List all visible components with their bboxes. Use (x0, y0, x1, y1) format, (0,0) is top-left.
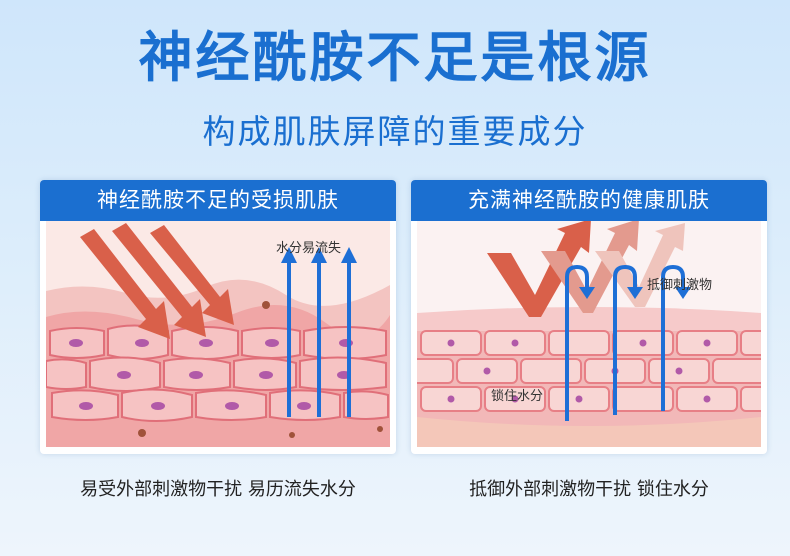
water-loss-label: 水分易流失 (276, 241, 342, 256)
lock-moisture-label: 锁住水分 (491, 389, 544, 404)
healthy-skin-panel-header: 充满神经酰胺的健康肌肤 (411, 180, 767, 221)
deflected-irritant-arrows (487, 221, 685, 317)
page-subtitle: 构成肌肤屏障的重要成分 (202, 112, 588, 151)
damaged-skin-caption: 易受外部刺激物干扰 易历流失水分 (80, 479, 356, 500)
healthy-skin-panel: 充满神经酰胺的健康肌肤 (411, 180, 767, 454)
healthy-skin-caption: 抵御外部刺激物干扰 锁住水分 (469, 479, 709, 500)
healthy-skin-illustration (417, 221, 761, 447)
damaged-skin-panel: 神经酰胺不足的受损肌肤 (40, 180, 396, 454)
irritant-arrows (80, 223, 234, 339)
block-irritants-label: 抵御刺激物 (647, 278, 713, 293)
page-title: 神经酰胺不足是根源 (138, 26, 652, 89)
damaged-skin-panel-header: 神经酰胺不足的受损肌肤 (40, 180, 396, 221)
moisture-lock-arrows (565, 264, 685, 421)
water-loss-arrows (281, 247, 357, 417)
damaged-skin-illustration (46, 221, 390, 447)
damaged-cell-layer (46, 324, 389, 422)
